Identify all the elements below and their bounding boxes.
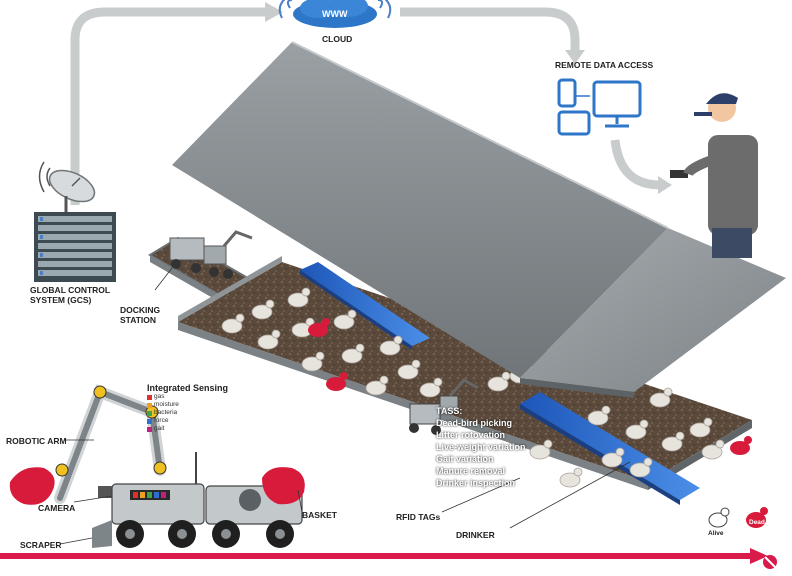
bacteria-swatch — [147, 411, 152, 416]
docking-station-label-line2: STATION — [120, 315, 156, 325]
gas-swatch — [147, 395, 152, 400]
sensing-item-label: bacteria — [154, 409, 177, 417]
task-item: Live-weight variation — [436, 441, 526, 453]
task-item: Gait variation — [436, 453, 526, 465]
sensing-item-label: gas — [154, 393, 164, 401]
chicken — [560, 468, 582, 487]
integrated-sensing-title: Integrated Sensing — [147, 383, 228, 393]
gait-swatch — [147, 427, 152, 432]
sensing-item: gait — [147, 425, 228, 433]
basket-label: BASKET — [302, 510, 337, 520]
task-item: Drinker inspection — [436, 477, 526, 489]
sensing-item: moisture — [147, 401, 228, 409]
integrated-sensing-legend: Integrated Sensing gas moisture bacteria… — [147, 383, 228, 433]
remote-data-access-label: REMOTE DATA ACCESS — [555, 60, 653, 70]
held-dead-bird — [10, 467, 55, 505]
legend-alive-icon — [709, 508, 729, 527]
tass-task-list: TASS: Dead-bird picking Litter rotovatio… — [436, 405, 526, 489]
force-swatch — [147, 419, 152, 424]
vent-icon — [239, 489, 261, 511]
gcs-label-line1: GLOBAL CONTROL — [30, 285, 110, 295]
satellite-dish-icon — [40, 162, 100, 212]
sensing-item: force — [147, 417, 228, 425]
sensing-item: gas — [147, 393, 228, 401]
scraper-blade — [92, 520, 112, 548]
cloud-www-label: WWW — [322, 9, 347, 19]
sensing-item-label: force — [154, 417, 168, 425]
sensing-item: bacteria — [147, 409, 228, 417]
gcs-server-icon — [34, 212, 116, 282]
docking-station-label-line1: DOCKING — [120, 305, 160, 315]
task-item: Manure removal — [436, 465, 526, 477]
gcs-label-line2: SYSTEM (GCS) — [30, 295, 91, 305]
bottom-accent-line — [0, 553, 750, 559]
tass-title: TASS: — [436, 405, 526, 417]
legend-alive-label: Alive — [708, 530, 724, 537]
no-entry-icon — [763, 555, 777, 569]
scraper-label: SCRAPER — [20, 540, 62, 550]
remote-devices-icon — [559, 80, 640, 134]
camera-label: CAMERA — [38, 503, 75, 513]
sensor-lights — [133, 492, 166, 498]
legend-dead-label: Dead — [749, 519, 765, 526]
sensing-item-label: moisture — [154, 401, 179, 409]
robotic-arm-label: ROBOTIC ARM — [6, 436, 67, 446]
task-item: Dead-bird picking — [436, 417, 526, 429]
drinker-label: DRINKER — [456, 530, 495, 540]
arrow-head-to-farmer — [658, 176, 672, 194]
sensing-item-label: gait — [154, 425, 164, 433]
task-item: Litter rotovation — [436, 429, 526, 441]
farmer-figure — [670, 93, 758, 258]
cloud-label: CLOUD — [322, 34, 352, 44]
moisture-swatch — [147, 403, 152, 408]
rfid-tags-label: RFID TAGs — [396, 512, 440, 522]
